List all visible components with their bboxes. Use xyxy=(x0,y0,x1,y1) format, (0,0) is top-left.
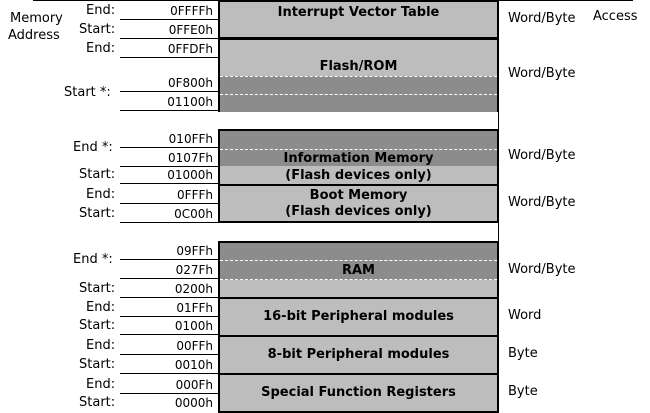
info-variable-band xyxy=(220,131,497,166)
ivt-access: Word/Byte xyxy=(508,11,576,26)
flash-start-address-2: 01100h xyxy=(167,95,213,109)
ram-start-underline xyxy=(120,297,218,298)
ram-variable-band xyxy=(220,243,497,280)
ram-end-label: End *: xyxy=(73,252,113,267)
info-end-address-1: 010FFh xyxy=(168,132,213,146)
ivt-end-underline xyxy=(120,19,218,20)
ram-block: RAM xyxy=(218,241,499,299)
info-start-address: 01000h xyxy=(167,168,213,182)
ram-end-underline-1 xyxy=(120,259,218,260)
p8-access: Byte xyxy=(508,346,538,361)
p16-start-label: Start: xyxy=(79,318,116,333)
p8-end-address: 00FFh xyxy=(176,339,213,353)
flash-block: Flash/ROM xyxy=(218,38,499,112)
ivt-start-address: 0FFE0h xyxy=(168,23,213,37)
p8-start-address: 0010h xyxy=(174,358,213,372)
boot-end-underline xyxy=(120,203,218,204)
memory-address-header-line1: Memory xyxy=(10,11,63,26)
boot-block-subtitle: (Flash devices only) xyxy=(285,204,432,219)
flash-start-underline-2 xyxy=(120,110,218,111)
ram-start-label: Start: xyxy=(79,281,116,296)
p8-end-label: End: xyxy=(86,338,116,353)
info-end-underline-1 xyxy=(120,147,218,148)
flash-start-label: Start *: xyxy=(64,85,111,100)
info-end-address-2: 0107Fh xyxy=(167,151,213,165)
boot-block-title: Boot Memory xyxy=(309,188,408,203)
memory-address-header-line2: Address xyxy=(8,28,60,43)
flash-end-underline xyxy=(120,57,218,58)
info-dash xyxy=(220,149,497,150)
p16-end-address: 01FFh xyxy=(176,301,213,315)
ram-end-underline-2 xyxy=(120,278,218,279)
p8-block: 8-bit Peripheral modules xyxy=(218,335,499,375)
sfr-end-address: 000Fh xyxy=(175,378,213,392)
flash-dash-1 xyxy=(220,76,497,77)
p16-start-underline xyxy=(120,334,218,335)
info-end-underline-2 xyxy=(120,166,218,167)
p16-end-label: End: xyxy=(86,300,116,315)
info-end-label: End *: xyxy=(73,140,113,155)
ram-end-address-2: 027Fh xyxy=(175,263,213,277)
p8-block-title: 8-bit Peripheral modules xyxy=(267,347,450,362)
flash-dash-2 xyxy=(220,94,497,95)
sfr-end-underline xyxy=(120,393,218,394)
flash-start-address-1: 0F800h xyxy=(167,76,213,90)
ivt-start-underline xyxy=(120,38,218,39)
info-start-label: Start: xyxy=(79,167,116,182)
p16-block-title: 16-bit Peripheral modules xyxy=(263,309,454,324)
info-block-subtitle: (Flash devices only) xyxy=(285,168,432,183)
flash-access: Word/Byte xyxy=(508,66,576,81)
boot-start-underline xyxy=(120,222,218,223)
ivt-block-title: Interrupt Vector Table xyxy=(277,5,440,20)
flash-end-address: 0FFDFh xyxy=(167,42,213,56)
sfr-start-address: 0000h xyxy=(174,396,213,410)
sfr-start-label: Start: xyxy=(79,395,116,410)
p16-end-underline xyxy=(120,316,218,317)
info-block: Information Memory (Flash devices only) xyxy=(218,129,499,186)
sfr-end-label: End: xyxy=(86,377,116,392)
sfr-block: Special Function Registers xyxy=(218,373,499,413)
flash-start-underline-1 xyxy=(120,91,218,92)
info-start-underline xyxy=(120,183,218,184)
info-access: Word/Byte xyxy=(508,148,576,163)
p16-block: 16-bit Peripheral modules xyxy=(218,297,499,337)
boot-start-address: 0C00h xyxy=(174,207,213,221)
flash-end-label: End: xyxy=(86,41,116,56)
p16-start-address: 0100h xyxy=(174,319,213,333)
ivt-start-label: Start: xyxy=(79,22,116,37)
flash-block-title: Flash/ROM xyxy=(319,59,398,74)
sfr-block-title: Special Function Registers xyxy=(261,385,456,400)
ram-access: Word/Byte xyxy=(508,262,576,277)
p16-access: Word xyxy=(508,308,542,323)
ivt-end-address: 0FFFFh xyxy=(170,4,213,18)
boot-end-address: 0FFFh xyxy=(177,188,213,202)
access-header: Access xyxy=(593,9,638,24)
ram-dash-1 xyxy=(220,260,497,261)
p8-start-label: Start: xyxy=(79,357,116,372)
info-block-title: Information Memory xyxy=(283,151,434,166)
boot-start-label: Start: xyxy=(79,206,116,221)
boot-access: Word/Byte xyxy=(508,195,576,210)
boot-block: Boot Memory (Flash devices only) xyxy=(218,184,499,223)
ram-block-title: RAM xyxy=(341,263,375,278)
boot-end-label: End: xyxy=(86,187,116,202)
ram-start-address: 0200h xyxy=(174,282,213,296)
ivt-block: Interrupt Vector Table xyxy=(218,0,499,39)
p8-start-underline xyxy=(120,373,218,374)
ivt-end-label: End: xyxy=(86,3,116,18)
ram-dash-2 xyxy=(220,279,497,280)
p8-end-underline xyxy=(120,354,218,355)
sfr-access: Byte xyxy=(508,384,538,399)
ram-end-address-1: 09FFh xyxy=(176,244,213,258)
